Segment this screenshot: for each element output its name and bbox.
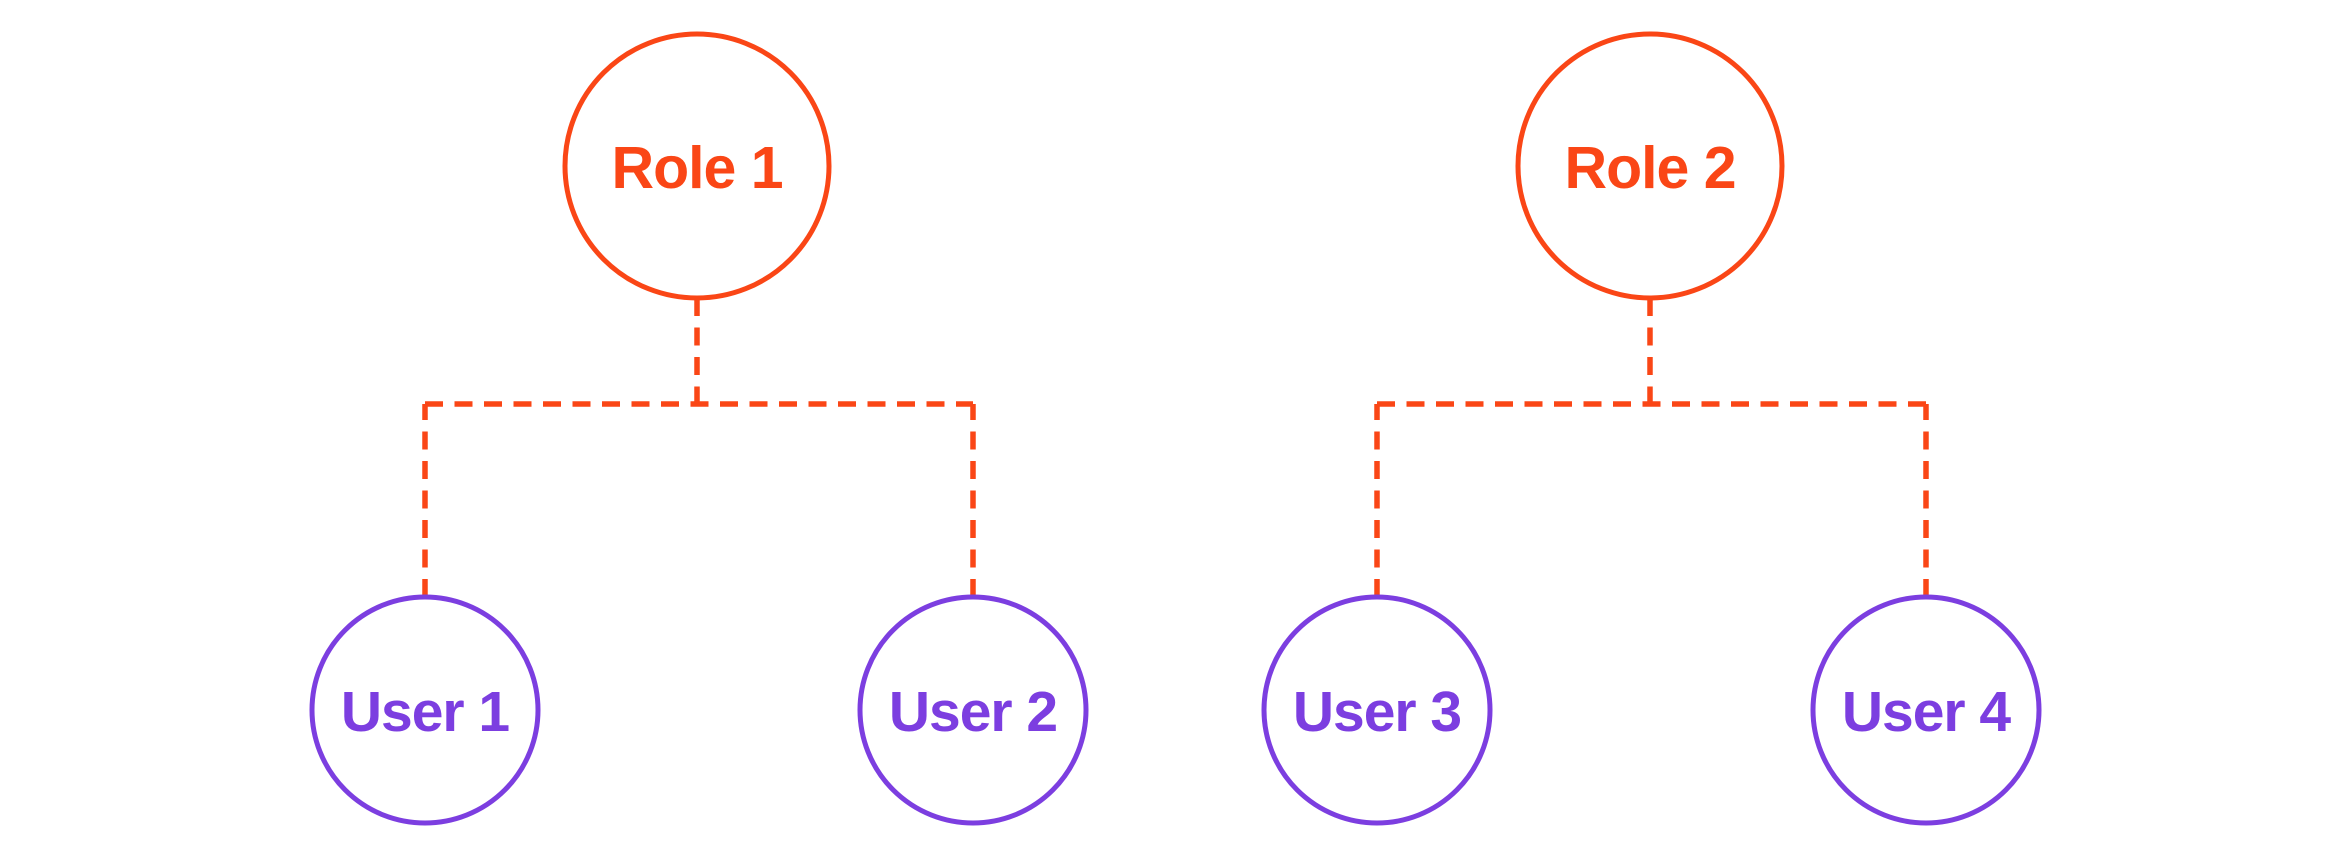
role1-circle [562,31,832,301]
user4-node: User 4 [1810,594,2042,826]
user1-circle [309,594,541,826]
user2-node: User 2 [857,594,1089,826]
role2-label: Role 2 [1564,135,1735,201]
user4-circle [1810,594,2042,826]
role1-label: Role 1 [611,135,782,201]
role1-node: Role 1 [562,31,832,301]
user2-circle [857,594,1089,826]
role2-node: Role 2 [1515,31,1785,301]
connector-group-2 [1374,298,1929,597]
user1-node: User 1 [309,594,541,826]
user3-label: User 3 [1293,680,1461,744]
user3-circle [1261,594,1493,826]
user3-node: User 3 [1261,594,1493,826]
user4-label: User 4 [1842,680,2012,744]
user1-label: User 1 [341,680,510,744]
connector-group-1 [422,298,976,597]
role2-circle [1515,31,1785,301]
user2-label: User 2 [889,680,1057,744]
